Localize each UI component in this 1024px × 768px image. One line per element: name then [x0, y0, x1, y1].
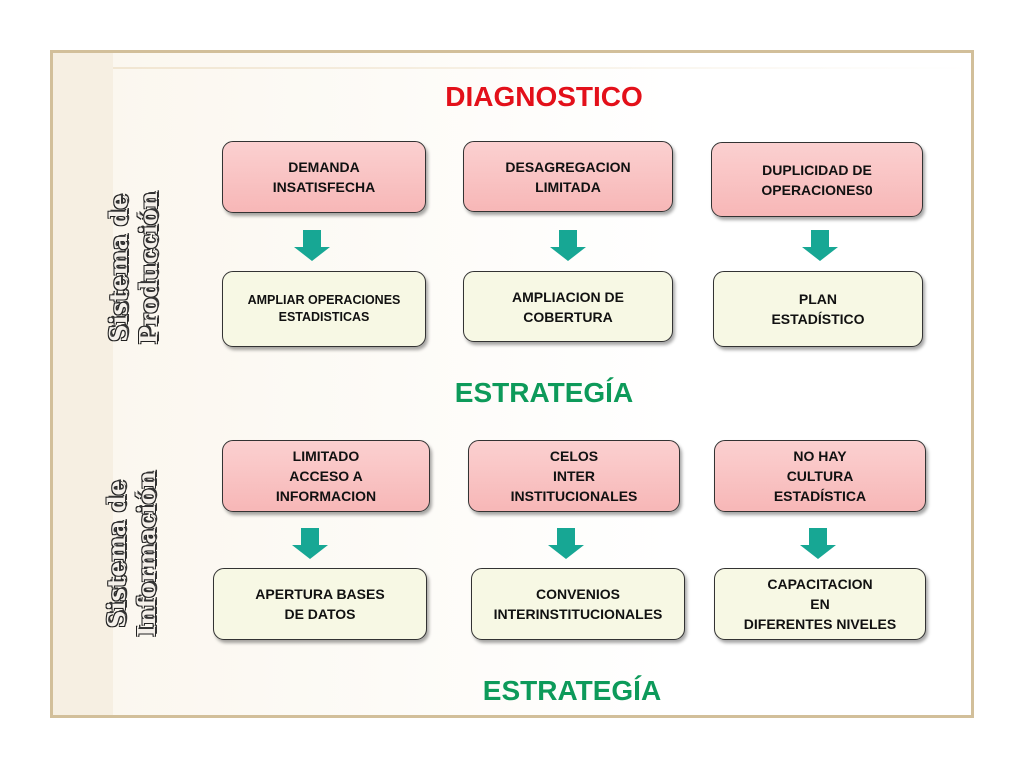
diagnostic-box-text: CELOS INTER INSTITUCIONALES: [510, 448, 638, 504]
down-arrow-icon: [548, 528, 584, 559]
down-arrow-icon: [800, 528, 836, 559]
down-arrow-icon: [294, 230, 330, 261]
strategy-box-text: APERTURA BASES DE DATOS: [255, 586, 385, 622]
diagnostic-box-duplicidad: DUPLICIDAD DE OPERACIONES0: [711, 142, 923, 217]
down-arrow-icon: [550, 230, 586, 261]
diagnostic-box-text: DESAGREGACION LIMITADA: [505, 158, 631, 195]
diagnostic-box-desagregacion: DESAGREGACION LIMITADA: [463, 141, 673, 212]
strategy-box-ampliar-operaciones: AMPLIAR OPERACIONES ESTADISTICAS: [222, 271, 426, 347]
down-arrow-icon: [292, 528, 328, 559]
estrategia-title-bottom: ESTRATEGÍA: [482, 675, 662, 706]
diagnostic-box-text: DEMANDA INSATISFECHA: [272, 159, 376, 195]
strategy-box-text: CONVENIOS INTERINSTITUCIONALES: [493, 586, 663, 622]
strategy-box-plan-estadistico: PLAN ESTADÍSTICO: [713, 271, 923, 347]
down-arrow-icon: [802, 230, 838, 261]
diagnostic-box-demanda: DEMANDA INSATISFECHA: [222, 141, 426, 213]
estrategia-title-top: ESTRATEGÍA: [454, 377, 634, 408]
diagnostic-box-text: DUPLICIDAD DE OPERACIONES0: [761, 161, 873, 198]
strategy-box-text: AMPLIAR OPERACIONES ESTADISTICAS: [247, 293, 401, 324]
diagnostic-box-text: NO HAY CULTURA ESTADÍSTICA: [773, 448, 867, 504]
diagnostic-box-cultura: NO HAY CULTURA ESTADÍSTICA: [714, 440, 926, 512]
strategy-box-text: AMPLIACION DE COBERTURA: [512, 288, 624, 325]
diagnostic-box-limitado-acceso: LIMITADO ACCESO A INFORMACION: [222, 440, 430, 512]
strategy-box-capacitacion: CAPACITACION EN DIFERENTES NIVELES: [714, 568, 926, 640]
strategy-box-apertura-bases: APERTURA BASES DE DATOS: [213, 568, 427, 640]
diagnostico-title: DIAGNOSTICO: [445, 81, 643, 112]
diagnostic-box-text: LIMITADO ACCESO A INFORMACION: [275, 448, 377, 504]
diagnostic-box-celos: CELOS INTER INSTITUCIONALES: [468, 440, 680, 512]
strategy-box-convenios: CONVENIOS INTERINSTITUCIONALES: [471, 568, 685, 640]
strategy-box-text: CAPACITACION EN DIFERENTES NIVELES: [743, 576, 897, 632]
strategy-box-text: PLAN ESTADÍSTICO: [771, 291, 865, 327]
strategy-box-ampliacion-cobertura: AMPLIACION DE COBERTURA: [463, 271, 673, 342]
